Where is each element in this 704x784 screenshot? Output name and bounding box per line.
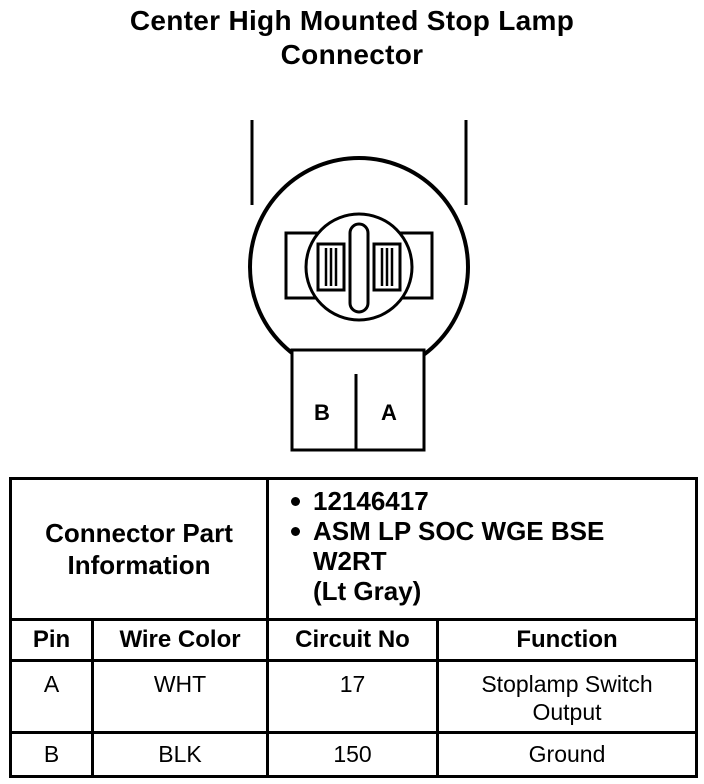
part-number-item: 12146417: [291, 486, 695, 516]
part-description-item: ASM LP SOC WGE BSE: [291, 516, 695, 546]
part-label-line-1: Connector Part: [45, 518, 233, 548]
part-description-line-1: ASM LP SOC WGE BSE: [313, 516, 605, 546]
plug-housing: [290, 348, 426, 452]
pin-label-a: A: [381, 400, 397, 425]
terminal-left-contacts: [324, 248, 338, 286]
row-b-pin: B: [9, 731, 94, 778]
row-a-circuit: 17: [266, 659, 439, 734]
header-pin: Pin: [9, 618, 94, 662]
row-b-wire-color: BLK: [91, 731, 269, 778]
part-description-line-3: (Lt Gray): [313, 576, 422, 606]
bullet-icon: [291, 497, 300, 506]
header-circuit-no: Circuit No: [266, 618, 439, 662]
row-a-function: Stoplamp Switch Output: [436, 659, 698, 734]
row-b-function: Ground: [436, 731, 698, 778]
bullet-icon: [291, 527, 300, 536]
terminal-right-contacts: [380, 248, 394, 286]
connector-drawing: B A: [248, 120, 470, 452]
title-line-1: Center High Mounted Stop Lamp: [129, 5, 575, 36]
row-a-wire-color: WHT: [91, 659, 269, 734]
part-info-label-cell: Connector Part Information: [9, 477, 269, 621]
part-number: 12146417: [313, 486, 429, 516]
connector-info-table: Connector Part Information 12146417 ASM …: [9, 477, 698, 778]
center-key: [348, 222, 370, 314]
row-b-circuit: 150: [266, 731, 439, 778]
row-a-function-line-1: Stoplamp Switch: [481, 671, 653, 697]
part-description-line-2: W2RT: [313, 546, 387, 576]
title-line-2: Connector: [280, 39, 424, 70]
part-label-line-2: Information: [67, 550, 211, 580]
row-a-function-line-2: Output: [532, 699, 602, 725]
part-info-cell: 12146417 ASM LP SOC WGE BSE W2RT (Lt Gra…: [266, 477, 698, 621]
table-row: A WHT 17 Stoplamp Switch Output: [9, 659, 698, 734]
header-wire-color: Wire Color: [91, 618, 269, 662]
diagram-title: Center High Mounted Stop Lamp Connector: [0, 4, 704, 72]
pin-label-b: B: [314, 400, 330, 425]
header-function: Function: [436, 618, 698, 662]
row-a-pin: A: [9, 659, 94, 734]
table-row: B BLK 150 Ground: [9, 731, 698, 778]
